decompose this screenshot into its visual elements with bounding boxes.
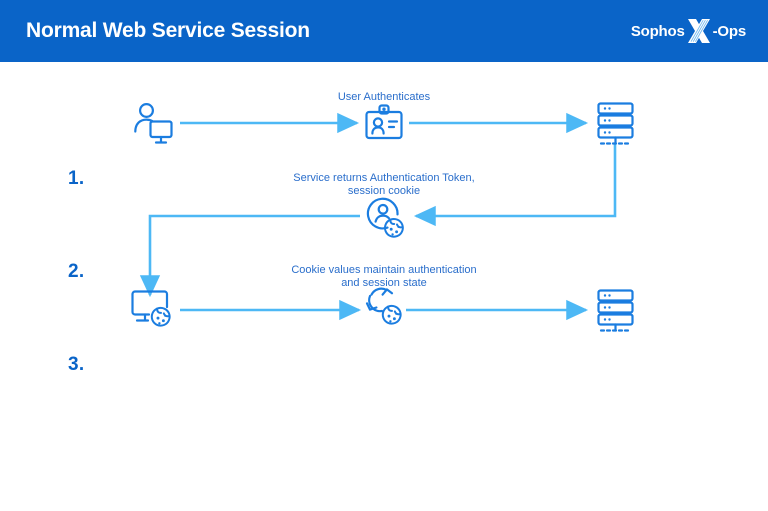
step-caption-2-line-1: Service returns Authentication Token, bbox=[293, 172, 475, 184]
step-caption-1-line-1: User Authenticates bbox=[337, 91, 431, 103]
diagram-graphics bbox=[131, 102, 634, 332]
step-caption-1: User Authenticates bbox=[234, 91, 534, 104]
diagram-canvas: 1. 2. 3. User Authenticates Service retu… bbox=[0, 62, 768, 511]
server-icon bbox=[597, 102, 634, 145]
step-caption-2: Service returns Authentication Token, se… bbox=[234, 172, 534, 198]
step-number-3: 3. bbox=[68, 354, 85, 375]
x-mark-icon bbox=[684, 16, 714, 46]
id-badge-icon bbox=[365, 104, 403, 140]
step-number-1: 1. bbox=[68, 168, 85, 189]
refresh-cookie-icon bbox=[365, 287, 402, 325]
connector-token-to-client bbox=[139, 214, 360, 298]
page-header: Normal Web Service Session Sophos -Ops bbox=[0, 0, 768, 62]
user-cookie-icon bbox=[366, 197, 404, 238]
connector-server-to-token bbox=[413, 144, 617, 227]
step-caption-3: Cookie values maintain authentication an… bbox=[234, 264, 534, 290]
step-number-2: 2. bbox=[68, 261, 85, 282]
step-caption-3-line-2: and session state bbox=[341, 277, 427, 289]
server-icon bbox=[597, 289, 634, 332]
step-caption-2-line-2: session cookie bbox=[347, 185, 421, 197]
logo-text-sophos: Sophos bbox=[630, 22, 685, 40]
monitor-cookie-icon bbox=[131, 290, 171, 327]
step-caption-3-line-1: Cookie values maintain authentication bbox=[291, 264, 477, 276]
sophos-x-ops-logo: Sophos -Ops bbox=[631, 16, 746, 46]
user-monitor-icon bbox=[134, 102, 173, 144]
logo-text-ops: -Ops bbox=[712, 22, 747, 40]
page-title: Normal Web Service Session bbox=[26, 19, 310, 42]
